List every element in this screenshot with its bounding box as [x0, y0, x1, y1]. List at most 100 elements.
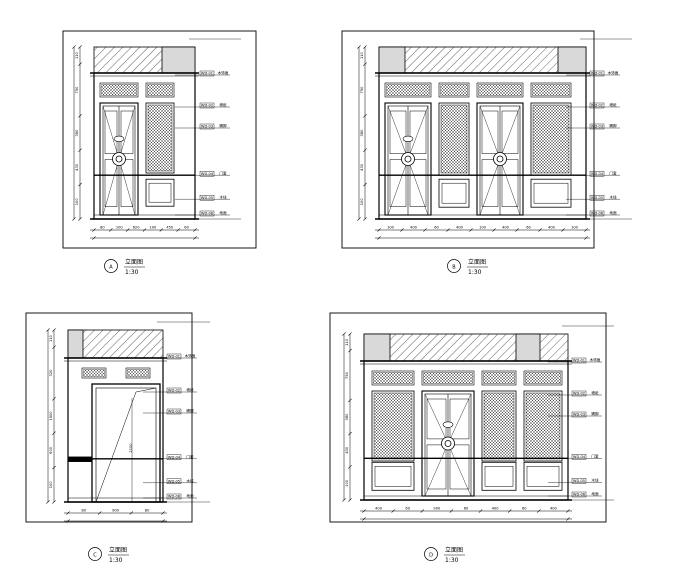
dado-panel [371, 461, 415, 491]
material-tag: WD-02 [168, 389, 180, 393]
dimension-tick [363, 148, 367, 153]
material-tag-box [571, 357, 587, 364]
width-dimension-label: 900 [433, 507, 441, 511]
width-dimension-label: 60 [405, 507, 410, 511]
dimension-tick [348, 431, 352, 436]
dimension-tick [125, 228, 130, 232]
dimension-tick [492, 228, 496, 232]
material-note: 踢脚 [186, 408, 194, 413]
dimension-tick [584, 228, 588, 232]
dimension-tick [129, 511, 134, 515]
dimension-tick [46, 328, 50, 332]
material-note: 木线 [219, 194, 227, 199]
dimension-tick [92, 228, 96, 232]
dimension-tick [159, 228, 164, 232]
transom-panel [530, 82, 572, 98]
dimension-tick [52, 431, 56, 436]
material-tag: WD-03 [201, 125, 213, 129]
view-bubble [447, 259, 461, 273]
view-bubble [88, 547, 102, 561]
dimension-tick [515, 228, 519, 232]
material-tag-box [199, 102, 215, 109]
transom-panel [384, 82, 432, 98]
dado-panel [523, 461, 563, 491]
panel-infill [525, 392, 561, 460]
material-tag-box [589, 70, 605, 77]
view-scale: 1:30 [125, 269, 139, 276]
view-letter: A [109, 264, 113, 270]
material-tag-box [166, 387, 182, 394]
dimension-tick [377, 228, 381, 232]
dimension-tick [52, 345, 56, 350]
material-tag-box [166, 478, 182, 484]
transom-panel [125, 367, 151, 379]
dimension-tick [342, 498, 346, 502]
wall-panel [438, 102, 470, 176]
dado-panel [530, 178, 572, 208]
material-tag-box [166, 493, 182, 500]
dimension-tick [78, 182, 82, 187]
door-swing-line [447, 443, 472, 497]
material-tag-box [571, 491, 587, 498]
ceiling-duct-box [161, 46, 196, 74]
dimension-tick [423, 228, 427, 232]
material-tag: WD-03 [573, 413, 585, 417]
width-dimension-label: 60 [464, 507, 469, 511]
transom-panel [421, 370, 475, 386]
dimension-tick [357, 217, 361, 221]
view-title: 立面图 [125, 258, 143, 266]
door-lower-panel [501, 159, 519, 207]
transom-infill [373, 372, 413, 384]
height-dimension-label: 380 [360, 129, 364, 137]
door-swing-line [387, 105, 409, 160]
height-dimension-label: 380 [75, 129, 79, 137]
door-swing-line [118, 105, 136, 160]
material-tag: WD-04 [168, 456, 181, 460]
dimension-tick [357, 45, 361, 49]
material-tag: WD-03 [591, 125, 603, 129]
width-dimension-label: 60 [522, 507, 527, 511]
door-swing-line [424, 393, 449, 444]
dimension-tick [78, 45, 82, 49]
dimension-tick [377, 236, 381, 240]
dimension-tick [52, 328, 56, 332]
material-note: 墙纸 [591, 390, 599, 395]
door-swing-line [479, 105, 501, 160]
dimension-tick [584, 236, 588, 240]
dimension-tick [161, 519, 165, 523]
width-dimension-label: 100 [149, 226, 157, 230]
dimension-tick [78, 113, 82, 118]
material-tag: WD-04 [573, 455, 586, 459]
wall-panel [481, 390, 517, 462]
transom-infill [478, 84, 522, 96]
door-leaf-outline [95, 387, 157, 503]
height-dimension-label: 750 [345, 371, 349, 379]
height-dimension-label: 750 [360, 86, 364, 94]
wall-panel [371, 390, 415, 462]
transom-panel [145, 82, 175, 98]
door-medallion-core [496, 155, 504, 163]
dimension-tick [72, 217, 76, 221]
door-swing-line [407, 105, 429, 160]
material-tag: WD-06 [573, 493, 586, 497]
door-lower-panel [120, 159, 134, 207]
material-tag-box [589, 170, 605, 177]
door-medallion-core [444, 440, 452, 447]
transom-infill [83, 369, 105, 377]
material-tag-box [199, 210, 215, 217]
material-note: 门套 [219, 170, 227, 175]
ceiling-duct-box [67, 329, 84, 359]
width-dimension-label: 400 [548, 226, 556, 230]
material-tag: WD-01 [201, 72, 213, 76]
wall-panel [523, 390, 563, 462]
dimension-tick [52, 465, 56, 470]
material-note: 踢脚 [591, 411, 599, 416]
door-badge [402, 135, 414, 142]
dimension-tick [66, 519, 70, 523]
ceiling-duct-box [557, 46, 587, 74]
dimension-tick [363, 113, 367, 118]
dimension-tick [78, 217, 82, 221]
